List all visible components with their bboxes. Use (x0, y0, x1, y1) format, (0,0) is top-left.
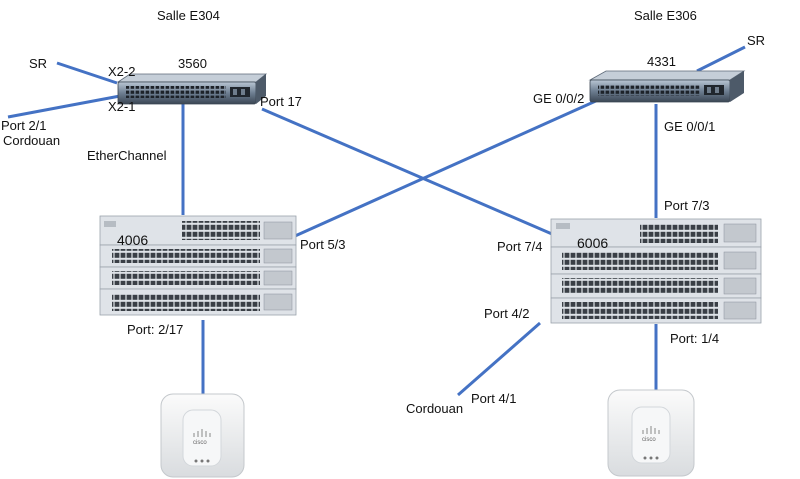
room-title-left: Salle E304 (157, 8, 220, 23)
label-port-1-4: Port: 1/4 (670, 331, 720, 346)
label-ge-0-0-2: GE 0/0/2 (533, 91, 585, 106)
label-port-5-3: Port 5/3 (300, 237, 346, 252)
switch-3560 (116, 73, 268, 105)
device-label-6006: 6006 (577, 235, 609, 251)
link-sr-to-4331 (696, 45, 746, 73)
chassis-6006 (550, 218, 762, 324)
link-sr-to-3560 (56, 61, 118, 85)
label-etherchannel: EtherChannel (87, 148, 167, 163)
ap-left-brand: cisco (193, 440, 207, 446)
link-cordouan-to-3560 (7, 94, 121, 119)
label-port-4-1: Port 4/1 (471, 391, 517, 406)
label-sr-left: SR (29, 56, 48, 71)
device-label-4331: 4331 (647, 54, 676, 69)
label-cordouan-left: Cordouan (3, 133, 61, 148)
chassis-4006 (99, 215, 297, 316)
label-port-17: Port 17 (260, 94, 302, 109)
access-point-left (160, 393, 245, 478)
label-port-7-4: Port 7/4 (497, 239, 543, 254)
access-point-right (607, 389, 695, 477)
link-6006-to-cordouan (457, 321, 541, 397)
label-x2-1: X2-1 (108, 99, 136, 114)
device-label-4006: 4006 (117, 232, 149, 248)
label-x2-2: X2-2 (108, 64, 136, 79)
links (7, 45, 746, 397)
label-port-7-3: Port 7/3 (664, 198, 710, 213)
link-4331-to-4006 (294, 98, 599, 238)
label-port-2-17: Port: 2/17 (127, 322, 184, 337)
label-sr-right: SR (747, 33, 766, 48)
label-port-4-2: Port 4/2 (484, 306, 530, 321)
ap-right-brand: cisco (642, 437, 656, 443)
room-title-right: Salle E306 (634, 8, 697, 23)
label-cordouan-bottom: Cordouan (406, 401, 464, 416)
router-4331 (588, 70, 746, 103)
label-port-2-1: Port 2/1 (1, 118, 47, 133)
device-label-3560: 3560 (178, 56, 207, 71)
link-3560-to-6006 (261, 107, 553, 236)
label-ge-0-0-1: GE 0/0/1 (664, 119, 716, 134)
